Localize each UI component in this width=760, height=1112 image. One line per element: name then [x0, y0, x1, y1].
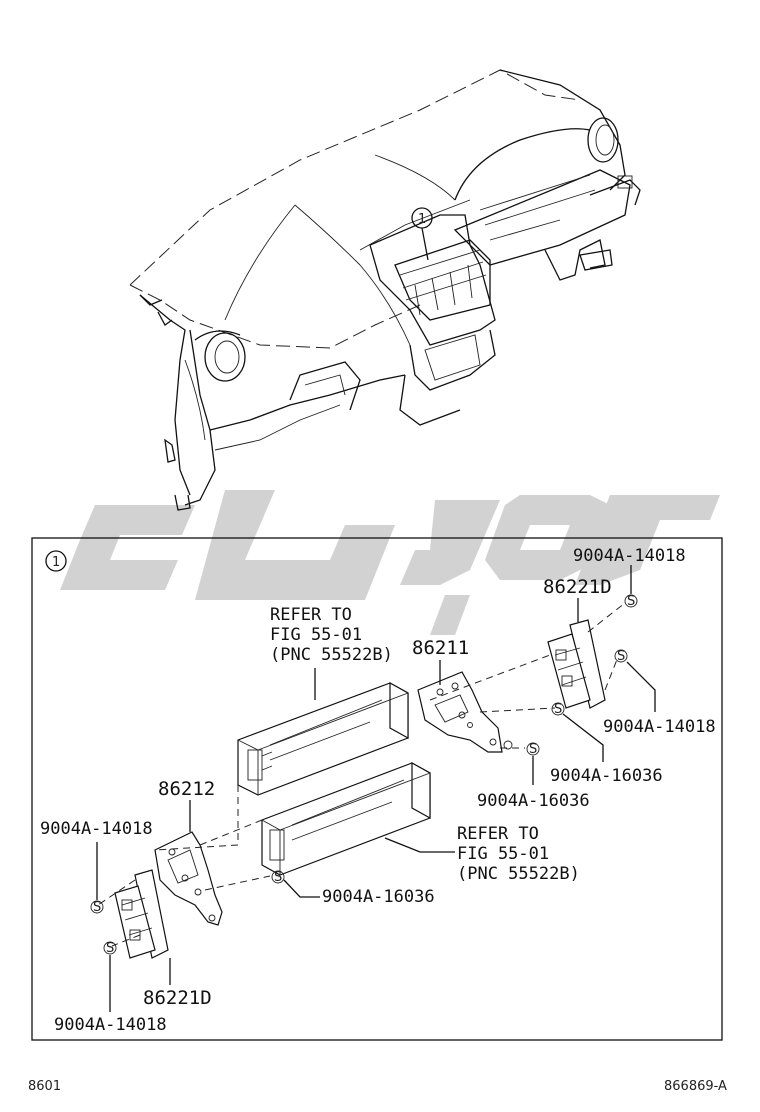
- assembly-dashed-lines: [97, 602, 626, 947]
- label-screw-right: 9004A-16036: [550, 766, 663, 786]
- bracket-86212: [154, 831, 223, 926]
- bracket-86211: [417, 671, 513, 753]
- label-refer-upper-1: REFER TO: [270, 605, 352, 625]
- screw-symbol-text: S: [529, 742, 537, 757]
- label-part-86221D-bottom: 86221D: [143, 987, 212, 1009]
- label-part-86221D-top: 86221D: [543, 576, 612, 598]
- detail-frame: [31, 537, 723, 1041]
- screw-symbol-text: S: [627, 594, 635, 609]
- label-refer-lower-3: (PNC 55522B): [457, 864, 580, 884]
- label-bolt-left-upper: 9004A-14018: [40, 819, 153, 839]
- label-screw-center: 9004A-16036: [477, 791, 590, 811]
- label-part-86212: 86212: [158, 778, 215, 800]
- screw-symbol-text: S: [93, 900, 101, 915]
- label-bolt-right-lower: 9004A-14018: [603, 717, 716, 737]
- screw-symbol-text: S: [274, 870, 282, 885]
- footer-left-code: 8601: [28, 1079, 61, 1094]
- leader-lines: [96, 565, 656, 1012]
- footer-right-code: 866869-A: [664, 1079, 727, 1094]
- dashboard-overview-drawing: 1: [129, 69, 641, 511]
- label-bolt-left-lower: 9004A-14018: [54, 1015, 167, 1035]
- screw-symbol-text: S: [106, 941, 114, 956]
- screw-symbol-text: S: [554, 702, 562, 717]
- label-refer-upper-3: (PNC 55522B): [270, 645, 393, 665]
- lower-pocket-box: [261, 761, 431, 876]
- label-refer-lower-1: REFER TO: [457, 824, 539, 844]
- watermark-logo: [60, 490, 720, 635]
- overview-callout-number: 1: [418, 212, 426, 227]
- screw-symbol-text: S: [617, 649, 625, 664]
- detail-callout-circle: [45, 550, 67, 572]
- label-bolt-top-right-upper: 9004A-14018: [573, 546, 686, 566]
- detail-callout-number: 1: [52, 555, 60, 570]
- bracket-86221D-left: [114, 869, 169, 959]
- label-part-86211: 86211: [412, 637, 469, 659]
- bracket-86221D-right: [547, 619, 606, 709]
- label-refer-upper-2: FIG 55-01: [270, 625, 362, 645]
- screw-symbols: S S S S S S S: [90, 594, 638, 956]
- label-refer-lower-2: FIG 55-01: [457, 844, 549, 864]
- label-screw-left: 9004A-16036: [322, 887, 435, 907]
